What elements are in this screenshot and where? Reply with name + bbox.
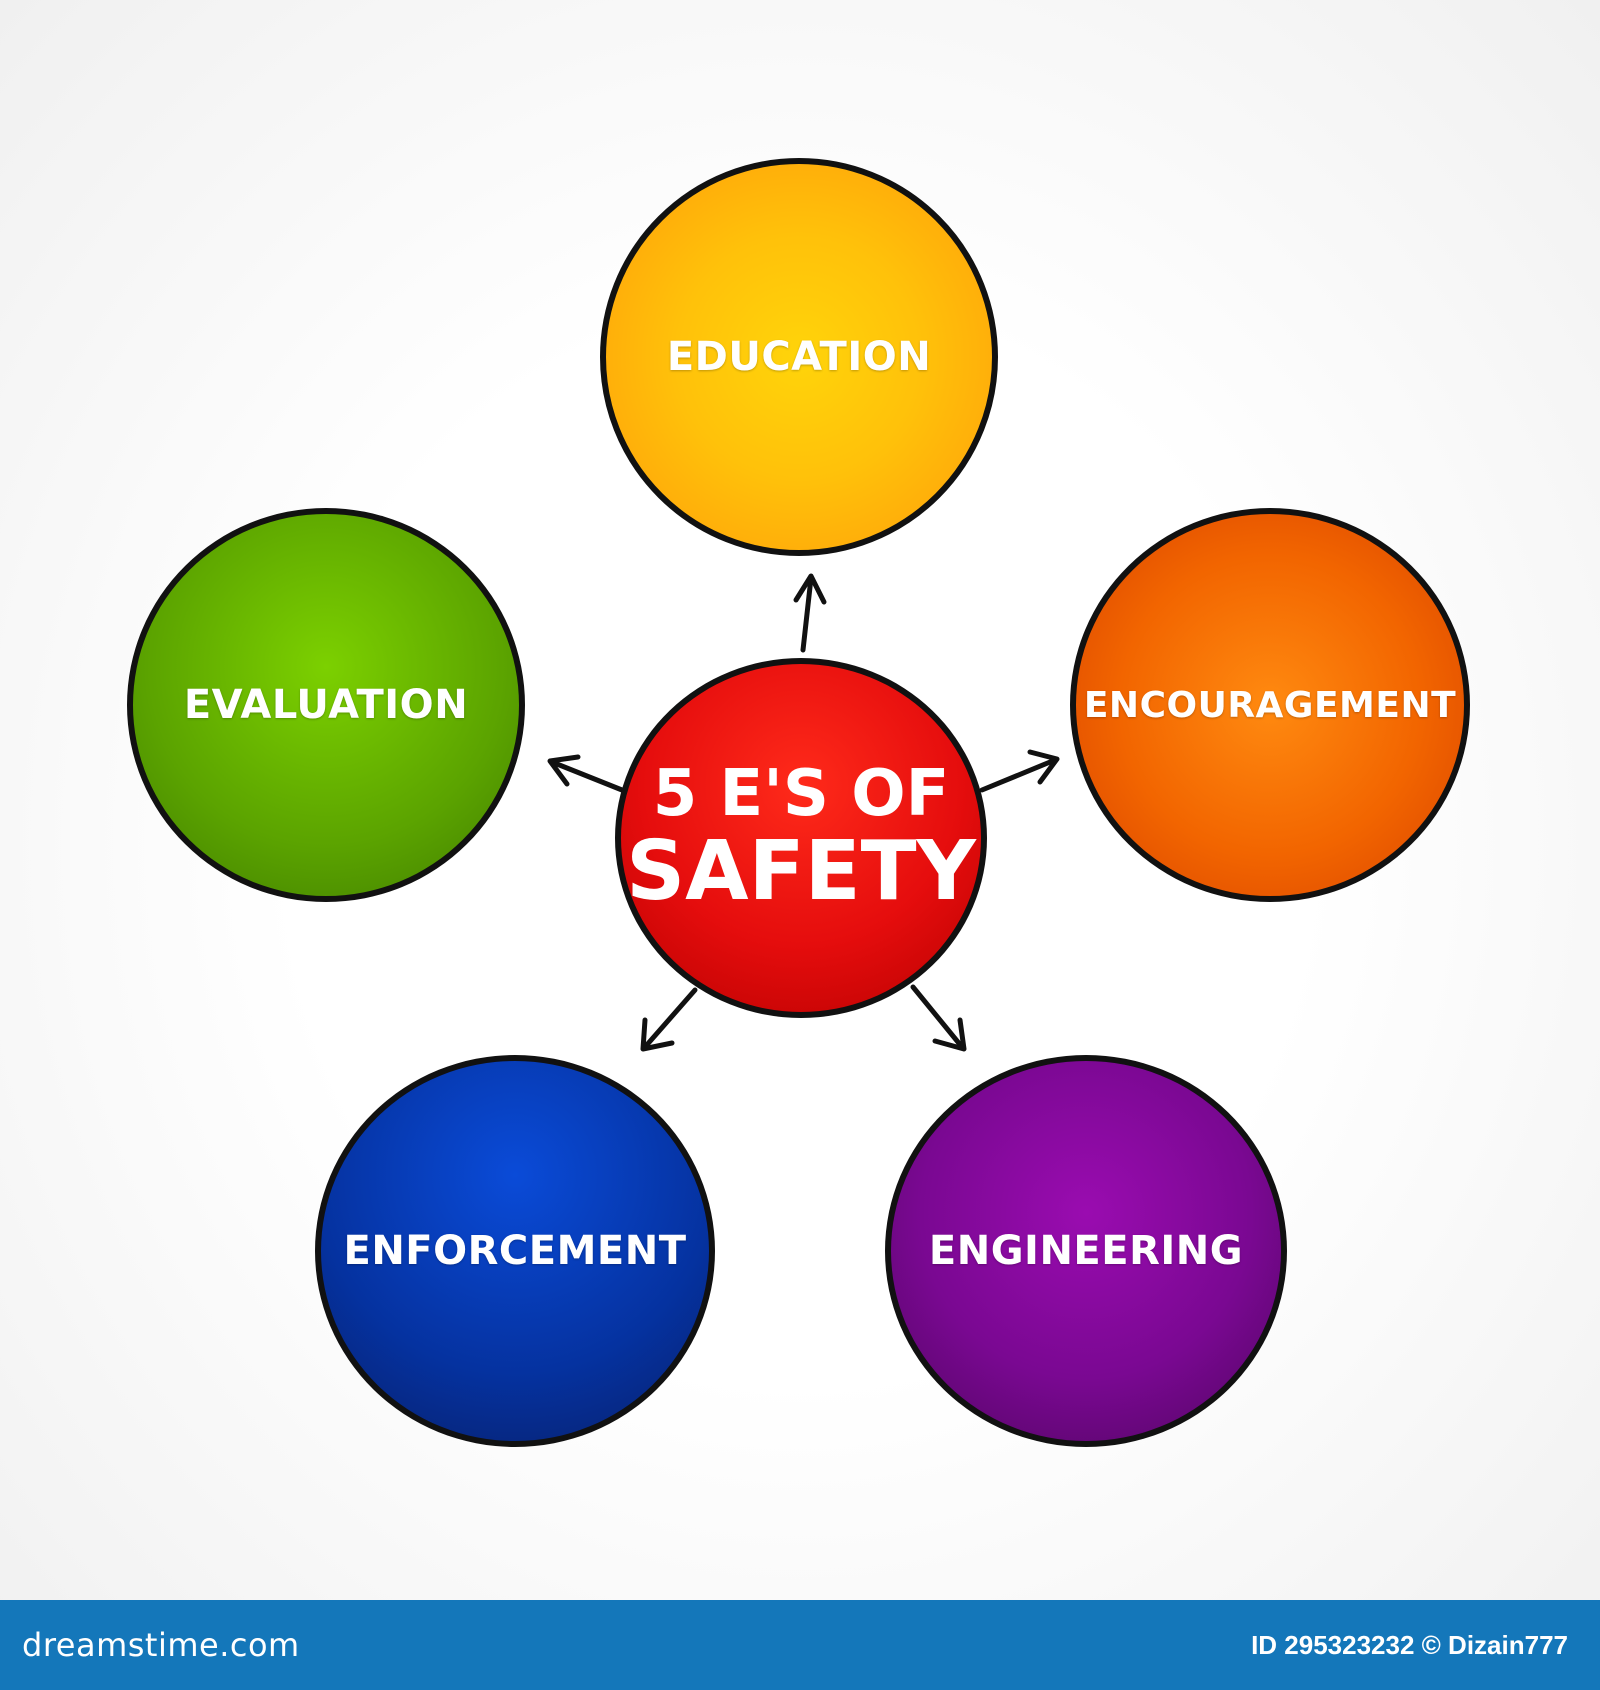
center-title-line-1: 5 E'S OF — [652, 757, 950, 832]
arrow-to-enforcement — [640, 987, 698, 1052]
node-encouragement: ENCOURAGEMENT — [1070, 508, 1470, 902]
arrow-to-engineering — [910, 984, 967, 1052]
node-enforcement: ENFORCEMENT — [315, 1055, 715, 1447]
node-enforcement-label: ENFORCEMENT — [343, 1228, 687, 1274]
node-education-label: EDUCATION — [666, 334, 932, 380]
node-engineering-label: ENGINEERING — [928, 1228, 1244, 1274]
node-evaluation-label: EVALUATION — [183, 682, 469, 728]
center-title-line-2: SAFETY — [626, 823, 976, 919]
node-encouragement-label: ENCOURAGEMENT — [1083, 684, 1457, 726]
node-engineering: ENGINEERING — [885, 1055, 1287, 1447]
center-title: 5 E'S OF SAFETY — [626, 761, 976, 914]
footer-brand: dreamstime.com — [22, 1626, 300, 1664]
arrow-to-education — [793, 573, 827, 653]
node-education: EDUCATION — [600, 158, 998, 556]
arrow-to-evaluation — [547, 754, 625, 793]
diagram-canvas: EDUCATION EVALUATION ENCOURAGEMENT 5 E'S… — [127, 158, 1470, 1447]
node-evaluation: EVALUATION — [127, 508, 525, 902]
arrow-to-encouragement — [979, 749, 1060, 793]
footer-credit: ID 295323232 © Dizain777 — [1251, 1629, 1568, 1660]
watermark-footer: dreamstime.com ID 295323232 © Dizain777 — [0, 1600, 1600, 1690]
center-node: 5 E'S OF SAFETY — [615, 658, 987, 1018]
